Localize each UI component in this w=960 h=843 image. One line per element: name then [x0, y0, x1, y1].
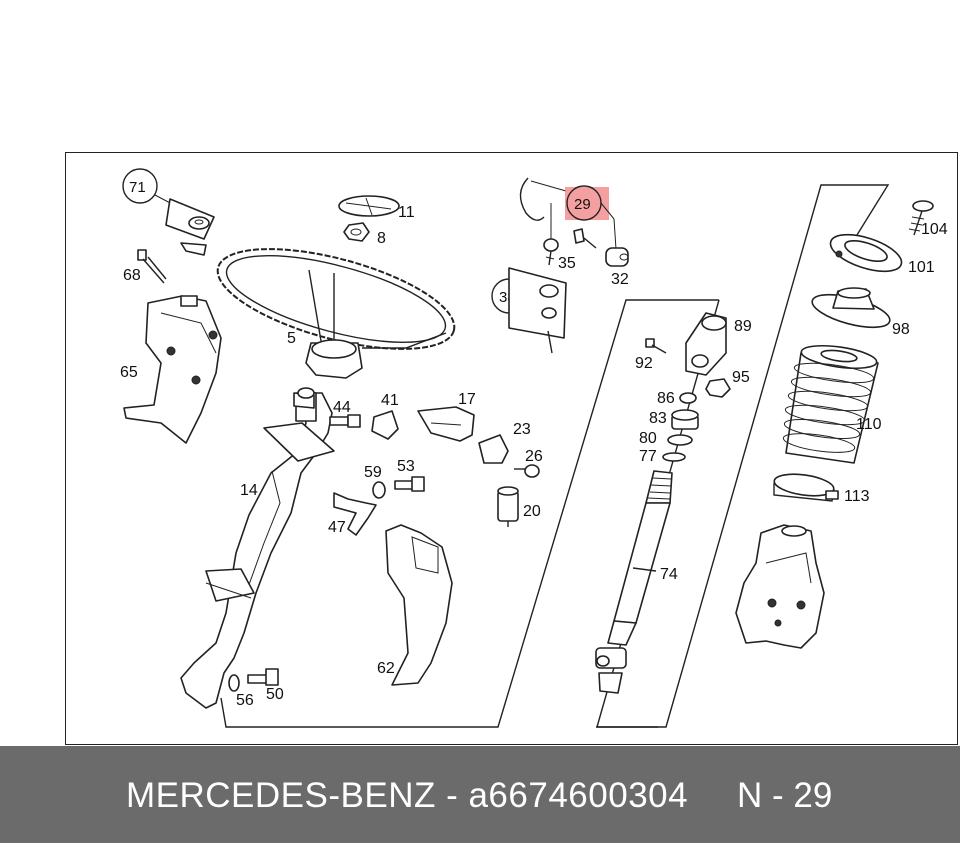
- part-26-screw: 26: [514, 448, 543, 478]
- label-47: 47: [328, 519, 346, 536]
- part-23-connector: 23: [478, 421, 531, 464]
- group-boundary-center: [220, 299, 719, 728]
- label-35: 35: [558, 255, 576, 272]
- label-59: 59: [364, 464, 382, 481]
- part-95-nut: 95: [705, 369, 750, 398]
- part-80-ring: 80: [639, 430, 693, 447]
- part-101-plate: 101: [829, 233, 935, 276]
- label-41: 41: [381, 392, 399, 409]
- part-110-bellows: 110: [782, 344, 882, 464]
- callout-29-label: 29: [574, 196, 591, 213]
- part-89-coupler: 89: [685, 312, 752, 376]
- callout-71-label: 71: [129, 179, 146, 196]
- part-11-emblem: 11: [338, 195, 415, 221]
- part-steering-gear: [735, 524, 825, 649]
- label-56: 56: [236, 692, 254, 709]
- part-65-bracket: 65: [120, 295, 222, 444]
- label-20: 20: [523, 503, 541, 520]
- callout-38-group: 38: [491, 267, 567, 354]
- position-number-text: N - 29: [737, 776, 833, 815]
- label-92: 92: [635, 355, 653, 372]
- label-77: 77: [639, 448, 657, 465]
- part-38-plate: [508, 267, 567, 339]
- part-74-intermediate-shaft: 74: [595, 470, 678, 694]
- label-26: 26: [525, 448, 543, 465]
- label-53: 53: [397, 458, 415, 475]
- label-68: 68: [123, 267, 141, 284]
- part-59-washer: 59: [364, 464, 386, 499]
- part-47-bracket: 47: [328, 492, 377, 536]
- label-80: 80: [639, 430, 657, 447]
- label-95: 95: [732, 369, 750, 386]
- label-89: 89: [734, 318, 752, 335]
- part-8-nut: 8: [343, 222, 386, 247]
- label-17: 17: [458, 391, 476, 408]
- label-11: 11: [398, 204, 415, 221]
- label-8: 8: [377, 230, 386, 247]
- parts-diagram: 71 68 65 11 8: [120, 168, 948, 728]
- part-50-bolt: 50: [247, 668, 284, 703]
- part-113-clamp: 113: [773, 473, 870, 505]
- label-86: 86: [657, 390, 675, 407]
- part-62-cover: 62: [377, 524, 453, 686]
- part-83-bushing: 83: [649, 409, 699, 430]
- part-20-cylinder: 20: [497, 486, 541, 527]
- part-41-clip: 41: [371, 392, 399, 440]
- label-113: 113: [844, 488, 870, 505]
- label-104: 104: [921, 221, 948, 238]
- part-92-bolt: 92: [635, 338, 667, 372]
- part-5-steering-wheel: 5: [216, 248, 456, 379]
- label-110: 110: [856, 416, 882, 433]
- label-32: 32: [611, 271, 629, 288]
- part-17-switch: 17: [417, 391, 476, 442]
- part-32-lock-cylinder: 32: [605, 247, 629, 288]
- label-65: 65: [120, 364, 138, 381]
- part-104-screw: 104: [908, 200, 948, 238]
- part-68-bolt: 68: [123, 249, 167, 284]
- part-77-ring: 77: [639, 448, 686, 465]
- part-14-steering-column: 14: [180, 387, 335, 709]
- label-74: 74: [660, 566, 678, 583]
- parts-diagram-frame: 71 68 65 11 8: [65, 152, 958, 745]
- label-14: 14: [240, 482, 258, 499]
- label-83: 83: [649, 410, 667, 427]
- part-56-washer: 56: [228, 674, 254, 709]
- label-98: 98: [892, 321, 910, 338]
- part-35-key: 35: [543, 238, 576, 272]
- label-5: 5: [287, 330, 296, 347]
- label-23: 23: [513, 421, 531, 438]
- label-101: 101: [908, 259, 935, 276]
- part-44-bolt: 44: [329, 399, 361, 428]
- footer-bar: MERCEDES-BENZ - a6674600304 N - 29: [0, 746, 960, 843]
- label-50: 50: [266, 686, 284, 703]
- label-44: 44: [333, 399, 351, 416]
- part-98-mount: 98: [811, 287, 910, 338]
- callout-71: 71: [122, 168, 215, 256]
- callout-29-group: 29 35 32: [519, 177, 629, 288]
- part-53-bolt: 53: [394, 458, 425, 492]
- part-number-text: MERCEDES-BENZ - a6674600304: [126, 776, 689, 815]
- part-86-washer: 86: [657, 390, 697, 407]
- label-62: 62: [377, 660, 395, 677]
